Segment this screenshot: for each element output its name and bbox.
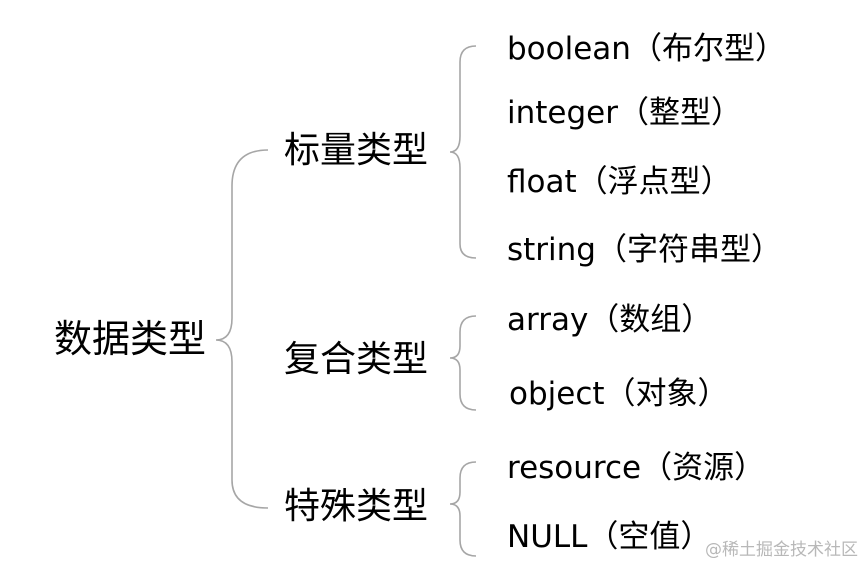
leaf-object: object（对象） — [509, 376, 729, 412]
watermark: @稀土掘金技术社区 — [705, 540, 858, 560]
leaf-string: string（字符串型） — [507, 232, 782, 268]
root-brace — [215, 149, 269, 509]
category-label-compound: 复合类型 — [284, 339, 429, 380]
leaf-array: array（数组） — [507, 302, 713, 338]
special-brace — [449, 461, 477, 557]
leaf-integer: integer（整型） — [507, 95, 742, 131]
leaf-boolean: boolean（布尔型） — [507, 31, 786, 67]
leaf-resource: resource（资源） — [507, 450, 766, 486]
scalar-brace — [449, 45, 477, 259]
category-label-special: 特殊类型 — [284, 486, 429, 527]
root-label: 数据类型 — [54, 317, 207, 361]
leaf-float: float（浮点型） — [507, 164, 732, 200]
category-label-scalar: 标量类型 — [284, 130, 429, 171]
compound-brace — [449, 315, 477, 411]
leaf-null: NULL（空值） — [507, 519, 712, 555]
